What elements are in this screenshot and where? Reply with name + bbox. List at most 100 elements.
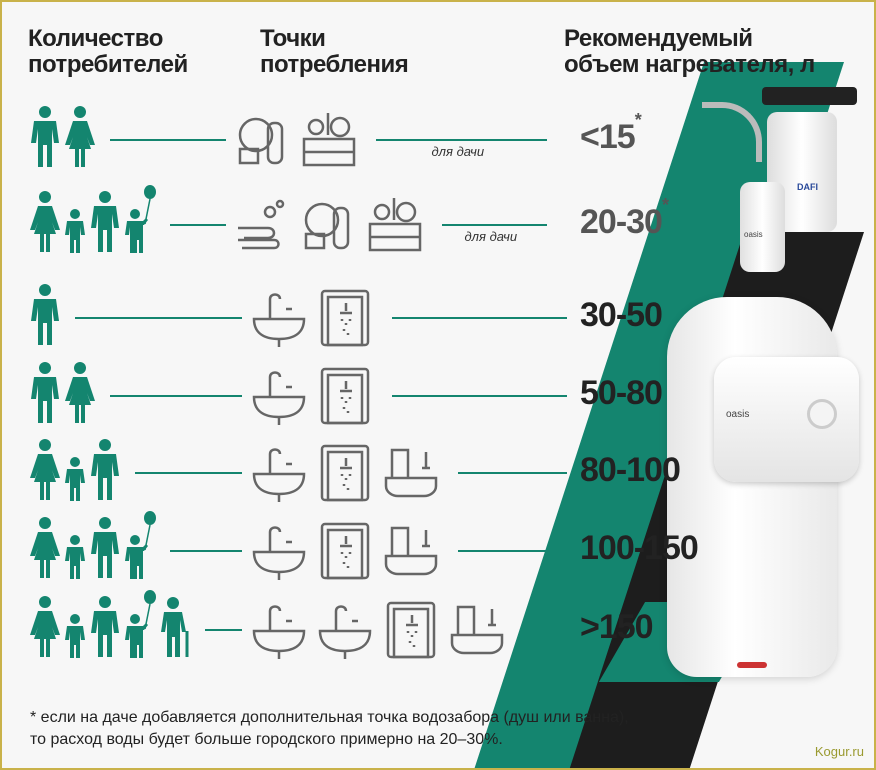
volume-text: 30-50 [580,296,663,334]
volume-text: <15 [580,118,636,156]
connector-line [170,224,226,226]
site-watermark: Kogur.ru [814,744,864,759]
connector-line [205,629,242,631]
knob-icon [807,399,837,429]
consumption-points [250,599,506,664]
consumers-group [28,360,97,430]
connector-line [75,317,242,319]
shower-icon [316,365,374,430]
table-row: для дачи 20-30* [2,185,876,259]
boiler-small: oasis [714,357,859,482]
consumers-group [28,104,97,174]
person-man-icon [28,361,62,430]
volume-text: 20-30 [580,203,663,241]
consumers-group [28,185,157,259]
person-child-balloon-icon [123,589,157,664]
volume-value: 50-80 [580,374,663,413]
volume-text: 100-150 [580,529,699,567]
connector-line [110,395,242,397]
asterisk: * [661,195,669,215]
connector-line [170,550,242,552]
person-woman-icon [63,105,97,174]
consumers-group [28,437,122,507]
volume-text: >150 [580,608,654,646]
volume-value: >150 [580,608,654,647]
brand-label: DAFI [797,182,818,192]
consumption-points [250,520,440,585]
person-child-icon [63,456,87,507]
vegetables-crate-icon [300,109,358,174]
person-man-icon [88,190,122,259]
connector-line [458,472,567,474]
hand-wash-icon [234,194,292,259]
brand-label: oasis [744,230,763,239]
sink-icon [250,365,308,430]
bathtub-icon [448,599,506,664]
person-child-icon [63,613,87,664]
table-row: 100-150 [2,511,876,585]
table-row: 80-100 [2,437,876,507]
connector-line [458,550,567,552]
boiler-red-band [737,662,767,668]
bathtub-icon [382,520,440,585]
consumption-points [250,287,374,352]
person-man-icon [28,283,62,352]
dishes-icon [300,194,358,259]
table-row: 50-80 [2,360,876,430]
table-row: 30-50 [2,282,876,352]
footnote: * если на даче добавляется дополнительна… [30,709,629,748]
person-woman-icon [28,595,62,664]
volume-value: <15* [580,110,642,157]
volume-value: 100-150 [580,529,699,568]
vegetables-crate-icon [366,194,424,259]
table-row: >150 [2,590,876,664]
sink-icon [250,520,308,585]
person-woman-icon [28,516,62,585]
asterisk: * [634,110,642,130]
bathtub-icon [382,442,440,507]
volume-text: 80-100 [580,451,681,489]
shower-icon [316,520,374,585]
volume-value: 80-100 [580,451,681,490]
sink-icon [250,442,308,507]
shower-icon [316,287,374,352]
header-volume: Рекомендуемый объем нагревателя, л [564,25,815,78]
connector-line [392,395,567,397]
person-man-icon [28,105,62,174]
person-child-balloon-icon [123,184,157,259]
consumption-points [250,365,374,430]
person-woman-icon [28,190,62,259]
note-dacha: для дачи [464,229,518,244]
brand-label: oasis [726,409,750,420]
shower-icon [382,599,440,664]
faucet-heater-body: oasis [740,182,785,272]
volume-text: 50-80 [580,374,663,412]
connector-line [135,472,242,474]
person-man-icon [88,595,122,664]
person-child-icon [63,534,87,585]
person-man-icon [88,516,122,585]
sink-icon [250,287,308,352]
person-child-balloon-icon [123,510,157,585]
note-dacha: для дачи [431,144,485,159]
consumers-group [28,511,157,585]
header-consumers: Количество потребителей [28,25,188,78]
dishes-icon [234,109,292,174]
connector-line [110,139,226,141]
consumption-points [234,109,358,174]
person-woman-icon [28,438,62,507]
faucet-pipe [762,87,857,105]
shower-icon [316,442,374,507]
person-man-icon [88,438,122,507]
volume-value: 30-50 [580,296,663,335]
table-row: для дачи <15* [2,104,876,174]
connector-line [376,139,547,141]
connector-line [392,317,567,319]
header-points: Точки потребления [260,25,409,78]
consumption-points [234,194,424,259]
consumers-group [28,590,194,664]
volume-value: 20-30* [580,195,669,242]
connector-line [524,629,547,631]
person-child-icon [63,208,87,259]
